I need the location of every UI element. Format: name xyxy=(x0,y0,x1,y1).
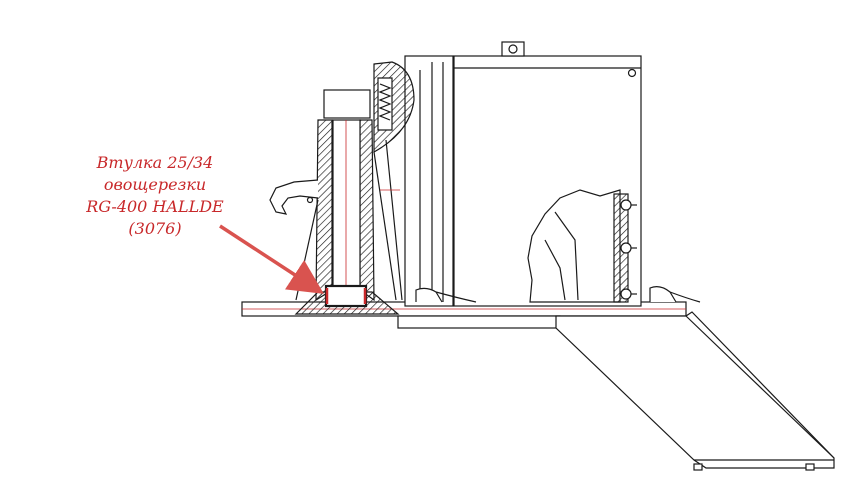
lever-arm xyxy=(269,179,319,215)
foot-left xyxy=(415,287,443,303)
shaft-top xyxy=(323,89,371,119)
callout-line-4: (3076) xyxy=(128,219,182,238)
foot-right xyxy=(649,286,677,303)
housing-front-wall xyxy=(404,55,454,307)
housing-hole xyxy=(627,68,637,78)
hopper-chute xyxy=(555,311,835,469)
callout-arrow xyxy=(219,224,324,294)
shaft xyxy=(332,119,361,289)
housing-cutaway xyxy=(527,189,621,303)
lower-plate xyxy=(397,315,561,329)
callout-line-3: RG-400 HALLDE xyxy=(86,197,224,216)
column-right-wall xyxy=(359,119,375,302)
callout-line-1: Втулка 25/34 xyxy=(96,153,214,172)
callout-line-2: овощерезки xyxy=(103,175,207,194)
column-left-wall xyxy=(315,119,333,302)
bracket-bolt xyxy=(508,44,518,54)
top-bracket xyxy=(501,41,525,57)
bushing-callout-label: Втулка 25/34 овощерезки RG-400 HALLDE (3… xyxy=(60,152,250,240)
bushing-highlight xyxy=(324,284,368,308)
